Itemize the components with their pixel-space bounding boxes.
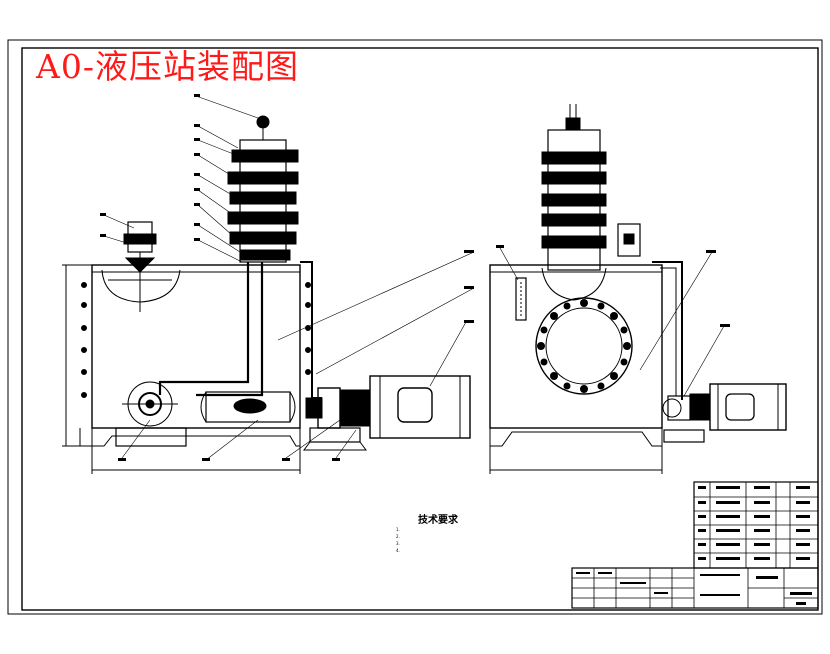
sheet-inner-border (21, 47, 819, 611)
side-motor-assembly (662, 383, 787, 443)
front-tank-body (91, 264, 301, 429)
front-tank-rivets (81, 282, 311, 398)
side-return-filter (617, 223, 641, 257)
front-filler-bowl (101, 269, 181, 303)
side-filler-bowl (541, 267, 607, 301)
side-electric-motor (709, 383, 787, 431)
technical-requirements-list: 1. 2. 3. 4. (396, 526, 400, 554)
side-tank-body (489, 264, 663, 429)
front-electric-motor (369, 375, 471, 439)
front-view (62, 94, 475, 474)
requirement-item: 4. (396, 548, 400, 553)
side-tank-feet (489, 428, 663, 447)
front-leader-lines (103, 95, 475, 461)
side-inspection-flange (535, 297, 633, 395)
parts-list-table (693, 481, 819, 569)
side-view (489, 104, 787, 474)
title-block (571, 567, 819, 609)
front-tank-feet (91, 428, 301, 447)
side-level-gauge (515, 277, 527, 321)
front-suction-pipe (158, 262, 250, 395)
technical-requirements-heading: 技术要求 (418, 515, 458, 526)
side-valve-stack (541, 104, 607, 271)
requirement-item: 3. (396, 541, 400, 546)
requirement-item: 1. (396, 527, 400, 532)
side-flange-bolts (537, 299, 631, 393)
front-suction-filter (205, 391, 291, 423)
side-part-number-tags (496, 245, 730, 327)
front-part-number-tags (100, 94, 474, 461)
front-motor-assembly (303, 375, 471, 451)
sheet-outer-border (7, 39, 823, 615)
requirement-item: 2. (396, 534, 400, 539)
front-valve-stack (227, 115, 299, 263)
drawing-title: A0-液压站装配图 (36, 47, 299, 86)
side-leader-lines (499, 247, 725, 397)
